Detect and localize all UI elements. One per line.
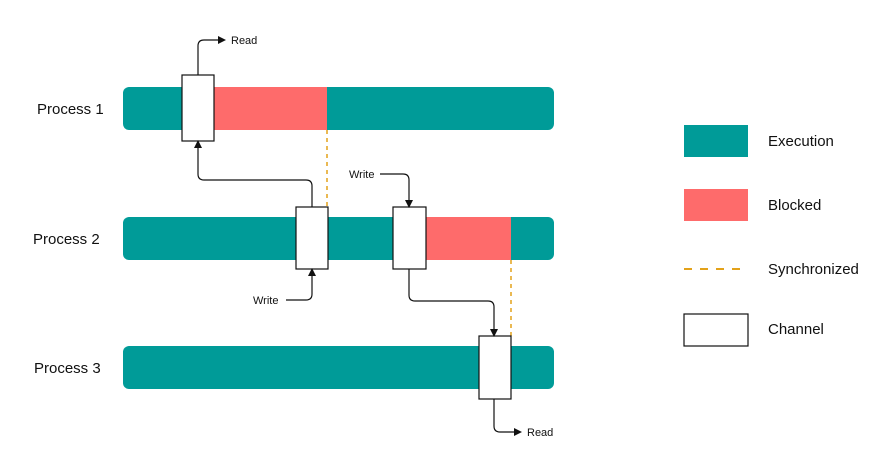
legend-synchronized-label: Synchronized bbox=[768, 261, 859, 278]
arrow-write-to-p2-left bbox=[286, 268, 316, 301]
process-1-timeline bbox=[123, 74, 554, 142]
process-1-blocked-segment bbox=[214, 87, 327, 130]
p2-write-top-label: Write bbox=[349, 169, 374, 181]
legend-channel-label: Channel bbox=[768, 321, 824, 338]
legend: Execution Blocked Synchronized Channel bbox=[683, 125, 859, 347]
process-2-channel-left bbox=[295, 206, 329, 270]
arrow-write-to-p2-right bbox=[380, 173, 413, 208]
p3-read-label: Read bbox=[527, 427, 553, 439]
legend-execution-swatch bbox=[684, 125, 748, 157]
process-3-execution-bar bbox=[123, 346, 554, 389]
legend-execution-label: Execution bbox=[768, 133, 834, 150]
arrow-p1-read bbox=[197, 36, 226, 75]
process-2-label: Process 2 bbox=[33, 231, 100, 248]
process-3-channel bbox=[478, 335, 512, 400]
process-2-channel-right bbox=[392, 206, 427, 270]
process-2-timeline bbox=[123, 206, 554, 270]
process-3-timeline bbox=[123, 335, 554, 400]
process-3-label: Process 3 bbox=[34, 360, 101, 377]
process-1-label: Process 1 bbox=[37, 101, 104, 118]
process-2-blocked-segment bbox=[426, 217, 511, 260]
p2-write-bottom-label: Write bbox=[253, 295, 278, 307]
arrow-p2-to-p3 bbox=[408, 269, 498, 337]
arrow-p2-to-p1 bbox=[194, 140, 313, 207]
legend-blocked-label: Blocked bbox=[768, 197, 821, 214]
legend-blocked-swatch bbox=[684, 189, 748, 221]
process-1-channel bbox=[181, 74, 215, 142]
arrow-p3-read bbox=[493, 399, 522, 436]
p1-read-label: Read bbox=[231, 35, 257, 47]
legend-channel-swatch bbox=[683, 313, 749, 347]
